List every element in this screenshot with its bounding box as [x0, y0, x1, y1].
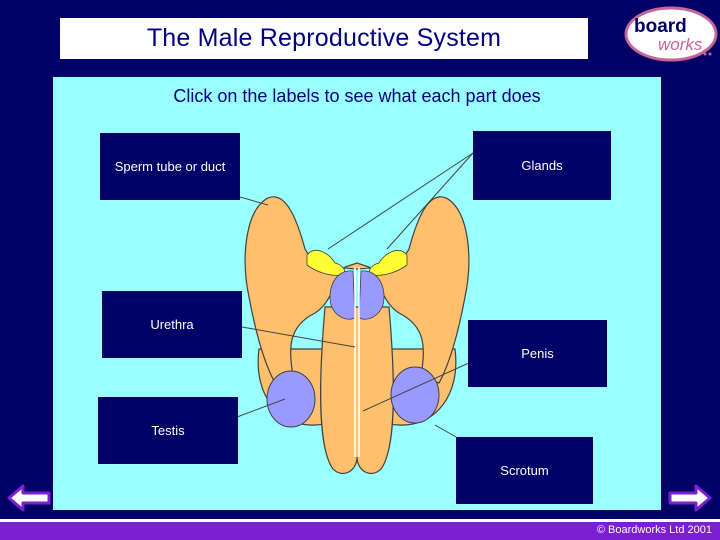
leader-urethra — [241, 326, 356, 348]
logo-text-board: board — [634, 16, 687, 37]
glands-left — [306, 250, 345, 276]
leader-scrotum — [434, 424, 457, 438]
penis-shape — [320, 306, 394, 474]
forward-arrow-icon[interactable] — [668, 484, 712, 512]
diagram-panel: Click on the labels to see what each par… — [53, 77, 661, 510]
back-arrow-icon[interactable] — [7, 484, 51, 512]
footer-bar: © Boardworks Ltd 2001 — [0, 522, 720, 540]
glands-right — [369, 250, 408, 276]
organ-left — [329, 270, 356, 320]
urethra-channel — [354, 267, 360, 457]
leader-testis — [236, 398, 286, 418]
label-penis[interactable]: Penis — [468, 320, 607, 387]
testis-right — [390, 366, 440, 424]
label-sperm-tube[interactable]: Sperm tube or duct — [100, 133, 240, 200]
label-scrotum[interactable]: Scrotum — [456, 437, 593, 504]
copyright-text: © Boardworks Ltd 2001 — [596, 524, 712, 536]
leader-penis — [362, 361, 472, 412]
reproductive-system-diagram — [236, 152, 474, 474]
label-urethra[interactable]: Urethra — [102, 291, 242, 358]
boardworks-logo: board works — [624, 6, 718, 62]
leader-glands-left — [327, 152, 474, 250]
logo-text-works: works — [658, 35, 703, 54]
label-testis[interactable]: Testis — [98, 397, 238, 464]
instruction-text: Click on the labels to see what each par… — [173, 86, 541, 106]
organ-right — [358, 270, 385, 320]
footer-stripe — [0, 519, 720, 522]
leader-glands-right — [386, 152, 474, 250]
leader-sperm-tube — [239, 196, 269, 206]
page-title: The Male Reproductive System — [60, 18, 588, 59]
testis-left — [266, 370, 316, 428]
label-glands[interactable]: Glands — [473, 131, 611, 200]
